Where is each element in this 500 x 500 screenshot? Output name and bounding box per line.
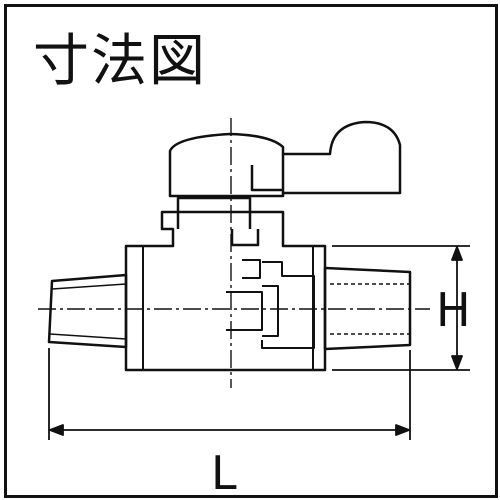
height-dimension <box>332 245 470 371</box>
stem-housing <box>176 196 260 247</box>
length-label: L <box>211 446 237 500</box>
height-label: H <box>436 283 471 337</box>
diagram-frame <box>4 4 498 498</box>
center-lines <box>38 118 430 388</box>
page-title: 寸法図 <box>33 29 207 94</box>
left-threaded-end <box>47 273 128 349</box>
ball-and-passage <box>226 259 315 349</box>
length-dimension <box>48 348 411 440</box>
valve-handle <box>168 120 402 198</box>
right-threaded-end <box>323 266 412 351</box>
valve-body <box>124 210 327 372</box>
